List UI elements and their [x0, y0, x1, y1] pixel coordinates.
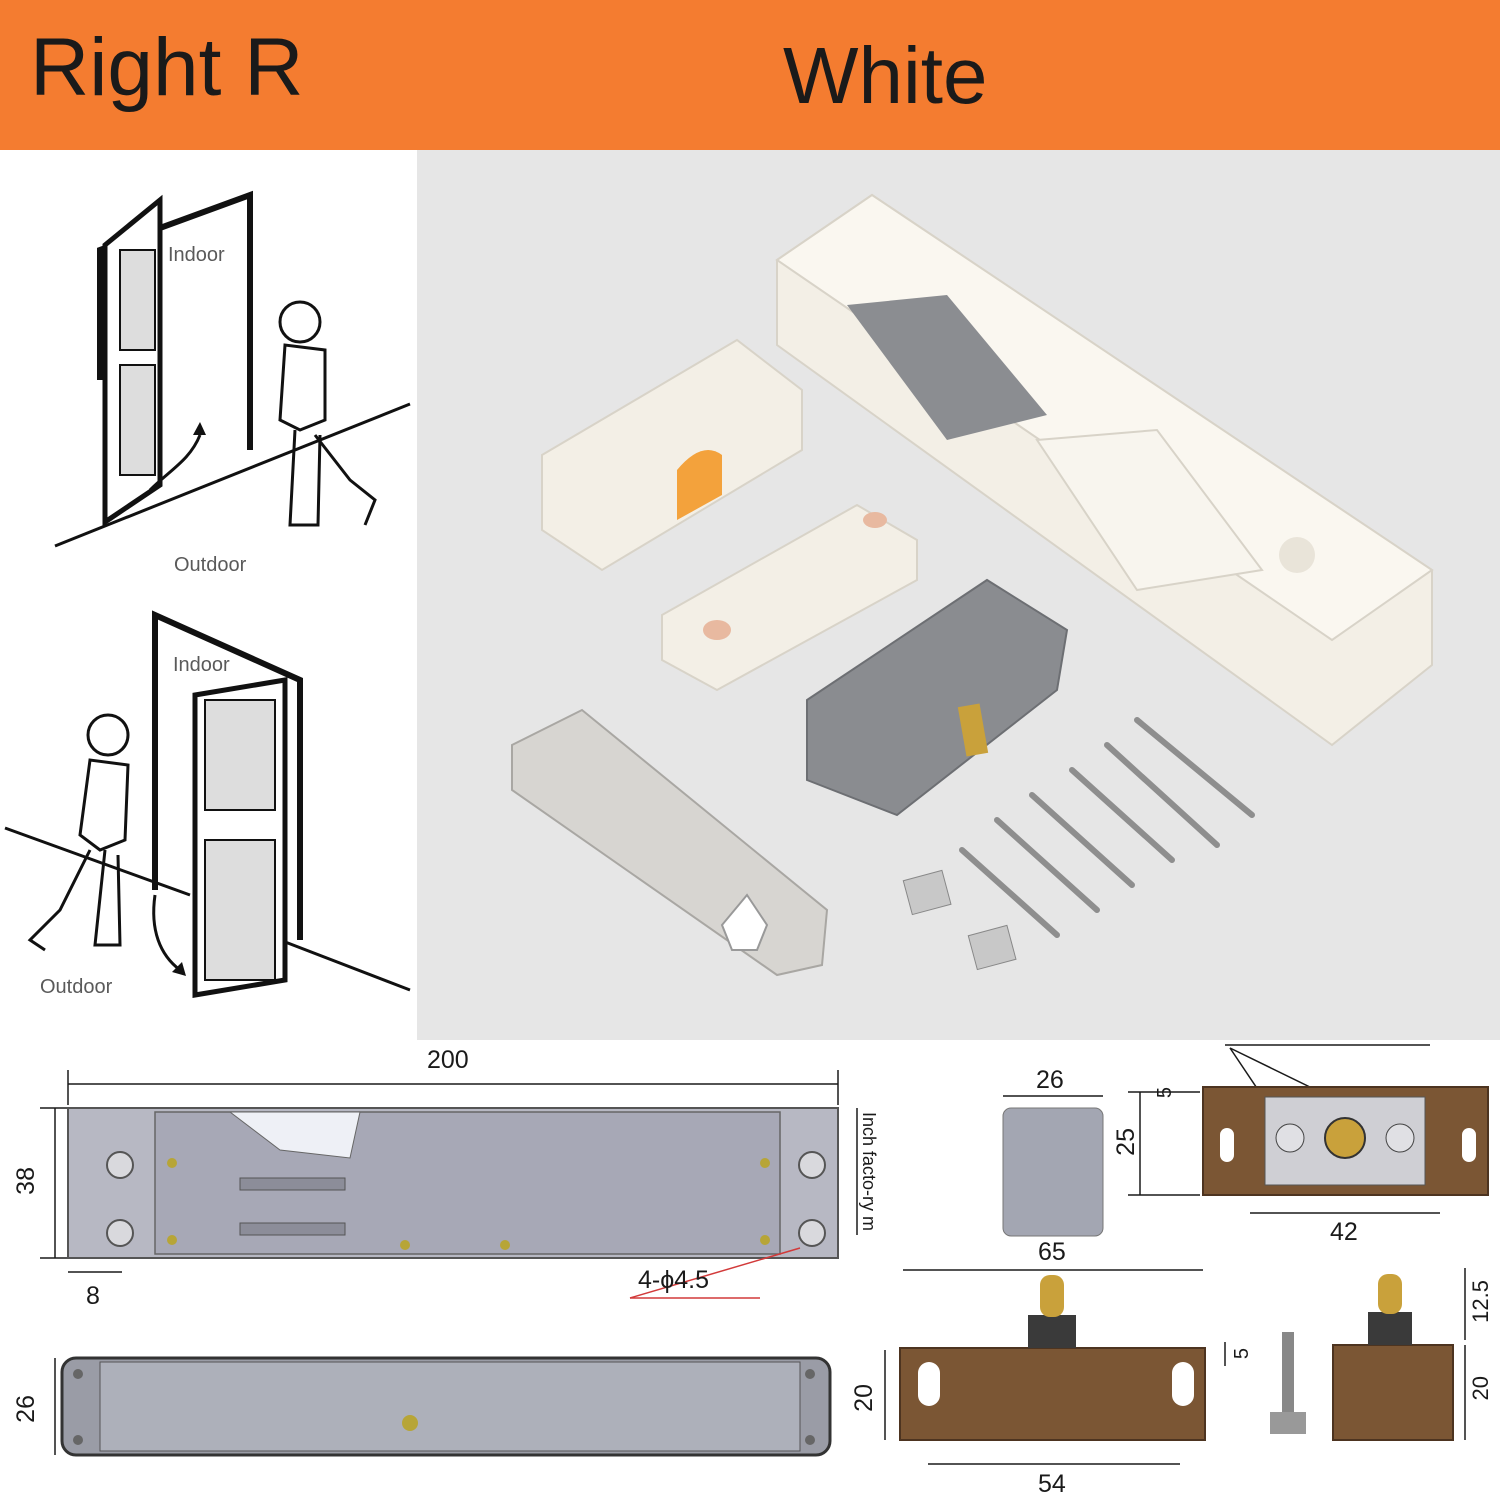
dim-cover-height: 25: [1112, 1128, 1140, 1156]
dim-body-depth: 26: [12, 1395, 40, 1423]
installation-illustrations: Indoor Outdoor Indoor Outdoor: [0, 150, 417, 1040]
indoor-label-bottom: Indoor: [173, 654, 230, 676]
title-banner: Right R White: [0, 0, 1500, 150]
product-parts-drawing: [511, 193, 1434, 977]
dim-pin-height: 12.5: [1468, 1280, 1493, 1323]
dim-body-length: 200: [427, 1046, 469, 1074]
dim-strike-height: 20: [850, 1384, 878, 1412]
dimension-drawings: 200 38 8 4-ϕ4.5 Inch facto-ry m 26 26 25…: [0, 1040, 1500, 1497]
dim-block-base-width: 42: [1330, 1218, 1358, 1246]
dim-block-top-gap: 5: [1154, 1087, 1176, 1099]
outdoor-label-bottom: Outdoor: [40, 976, 113, 998]
dim-body-height: 38: [12, 1167, 40, 1195]
door-illustrations-drawing: [4, 190, 411, 998]
dim-cover-width: 26: [1036, 1066, 1064, 1094]
side-note: Inch facto-ry m: [859, 1112, 879, 1232]
dim-hole-spec: 4-ϕ4.5: [638, 1266, 709, 1294]
product-photo: [417, 150, 1500, 1040]
door-side-label: Right R: [30, 22, 304, 113]
outdoor-label-top: Outdoor: [174, 554, 247, 576]
dim-pin-base-height: 20: [1468, 1376, 1493, 1401]
dim-strike-hole-spacing: 54: [1038, 1470, 1066, 1498]
indoor-label-top: Indoor: [168, 244, 225, 266]
technical-drawing: [40, 1044, 1489, 1465]
dim-strike-length: 65: [1038, 1238, 1066, 1266]
dim-strike-gap: 5: [1231, 1348, 1253, 1360]
color-label: White: [783, 31, 988, 120]
dim-hole-offset: 8: [86, 1282, 100, 1310]
